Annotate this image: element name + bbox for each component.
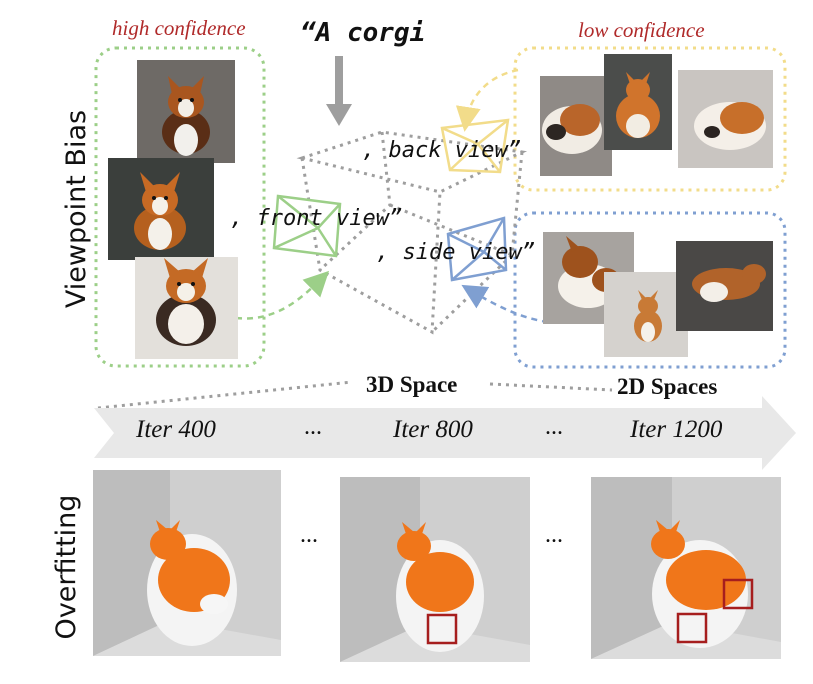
timeline-ellipsis-2: ... [545,414,563,440]
side-view-camera [446,216,508,282]
low-confidence-label: low confidence [578,18,705,42]
back-view-text: , back view” [362,138,521,163]
render-ellipsis-2: ... [545,522,563,548]
back-view-camera [440,118,510,174]
iter-1200-label: Iter 1200 [630,416,723,443]
corgi-front-image-2 [108,158,214,260]
projection-line-left [97,380,353,410]
corgi-back-image-3 [678,70,773,168]
front-view-text: , front view” [230,206,403,231]
artifact-box-3 [676,612,708,644]
corgi-side-image-3 [676,241,773,331]
overfit-render-iter-400 [93,470,281,656]
corgi-side-image-2 [604,272,688,357]
viewpoint-bias-label: Viewpoint Bias [61,109,92,309]
overfitting-label: Overfitting [51,494,82,640]
iter-400-label: Iter 400 [136,416,216,443]
timeline-arrow [94,396,796,470]
low-confidence-frame [513,46,787,192]
yellow-dashed-arrow [455,68,519,132]
corgi-front-image-3 [135,257,238,359]
corgi-front-image-1 [137,60,235,163]
front-view-camera [272,194,342,258]
2d-spaces-label: 2D Spaces [617,374,718,399]
overfit-render-iter-1200 [591,477,781,659]
prompt-arrow [326,56,352,126]
corgi-back-image-1 [540,76,612,176]
side-view-text: , side view” [376,240,535,265]
high-confidence-frame [94,46,266,368]
corgi-back-image-2 [604,54,672,150]
artifact-box-1 [426,613,458,645]
iter-800-label: Iter 800 [393,416,473,443]
wireframe-cube [296,130,528,335]
side-view-frame [513,211,787,369]
high-confidence-label: high confidence [112,16,246,40]
3d-space-label: 3D Space [366,372,458,397]
overfit-render-iter-800 [340,477,530,662]
render-ellipsis-1: ... [300,522,318,548]
green-dashed-arrow [235,270,330,320]
artifact-box-2 [722,578,754,610]
timeline-ellipsis-1: ... [304,414,322,440]
blue-dashed-arrow [461,284,549,324]
prompt-text: “A corgi [300,18,426,48]
projection-line-right [489,382,613,392]
